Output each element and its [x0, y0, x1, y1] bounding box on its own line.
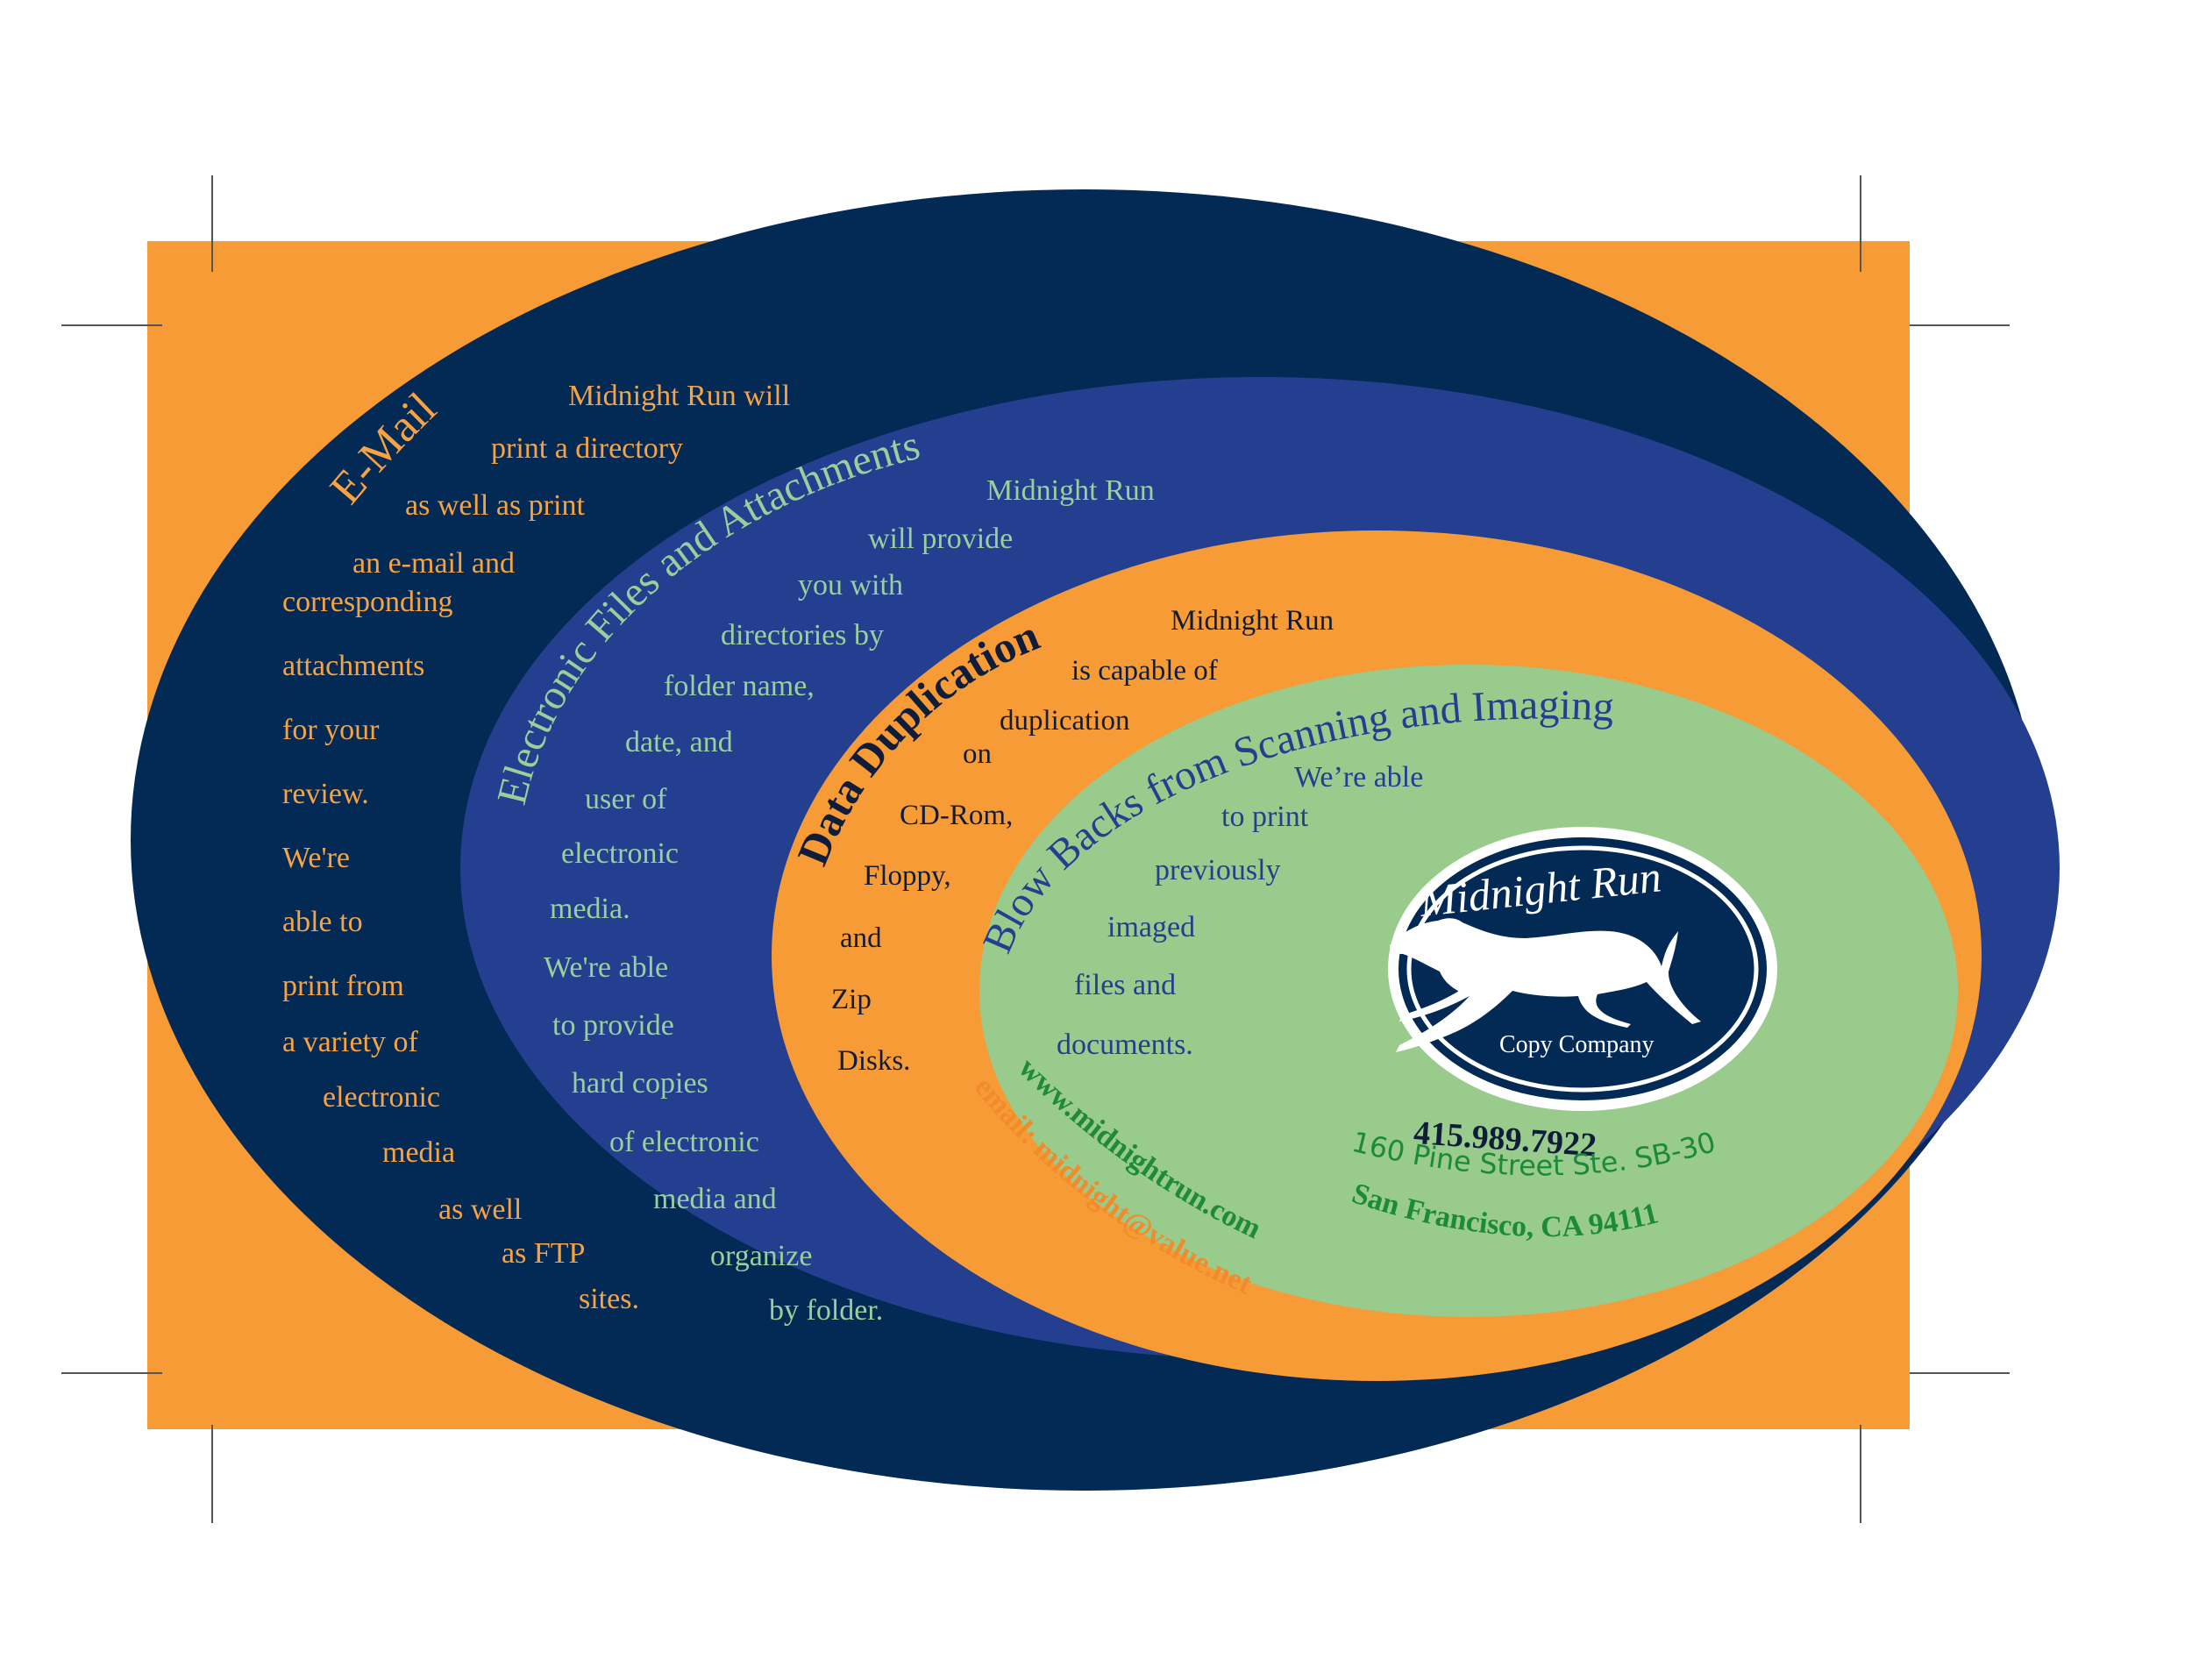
email-line: as well — [438, 1193, 522, 1226]
files-line: directories by — [721, 619, 884, 651]
email-line: media — [382, 1136, 455, 1169]
email-line: an e-mail and — [352, 547, 515, 580]
crop-marks — [61, 175, 2010, 1523]
email-line: print from — [282, 970, 404, 1002]
files-line: folder name, — [664, 670, 815, 702]
data-line: and — [840, 922, 882, 954]
files-line: date, and — [625, 726, 733, 758]
logo-badge: Midnight Run Copy Company — [1388, 827, 1777, 1111]
data-line: is capable of — [1071, 655, 1218, 687]
files-line: We're able — [544, 951, 668, 984]
data-line: on — [963, 738, 992, 770]
email-line: a variety of — [282, 1026, 418, 1058]
email-line: for your — [282, 714, 380, 746]
files-line: media and — [653, 1183, 777, 1215]
blowbacks-line: files and — [1074, 969, 1176, 1001]
blowbacks-text: We’re able to print previously imaged fi… — [1057, 761, 1423, 1061]
files-line: media. — [550, 893, 630, 925]
email-line: as well as print — [405, 489, 585, 522]
data-text: Midnight Run is capable of duplication o… — [831, 605, 1334, 1077]
data-line: CD-Rom, — [900, 800, 1013, 831]
email-line: sites. — [579, 1283, 639, 1315]
email-line: Midnight Run will — [568, 380, 790, 412]
data-line: Disks. — [837, 1045, 910, 1077]
data-line: Zip — [831, 984, 872, 1015]
email-line: We're — [282, 842, 350, 874]
files-line: you with — [798, 569, 903, 602]
email-line: print a directory — [491, 432, 683, 465]
files-line: organize — [710, 1240, 812, 1272]
email-text: Midnight Run will print a directory as w… — [282, 380, 790, 1315]
files-line: will provide — [868, 523, 1013, 555]
email-line: corresponding — [282, 586, 453, 618]
files-line: electronic — [561, 837, 679, 870]
email-line: as FTP — [502, 1237, 585, 1270]
email-line: able to — [282, 906, 363, 938]
blowbacks-line: previously — [1155, 854, 1281, 886]
data-line: Floppy, — [864, 860, 951, 892]
data-line: Midnight Run — [1171, 605, 1334, 637]
blowbacks-line: to print — [1221, 801, 1309, 833]
files-line: hard copies — [572, 1067, 708, 1100]
logo-subtitle: Copy Company — [1499, 1031, 1655, 1058]
blowbacks-line: documents. — [1057, 1029, 1193, 1061]
email-line: attachments — [282, 650, 424, 682]
files-line: Midnight Run — [986, 474, 1155, 507]
greyhound-icon — [1390, 918, 1701, 1052]
blowbacks-line: We’re able — [1294, 761, 1423, 794]
email-line: electronic — [323, 1081, 440, 1114]
email-line: review. — [282, 778, 369, 810]
blowbacks-line: imaged — [1107, 911, 1195, 943]
files-line: user of — [585, 783, 667, 815]
files-line: to provide — [552, 1009, 674, 1042]
files-text: Midnight Run will provide you with direc… — [544, 474, 1155, 1327]
files-line: by folder. — [769, 1294, 883, 1327]
files-line: of electronic — [609, 1126, 759, 1158]
data-line: duplication — [1000, 705, 1129, 737]
